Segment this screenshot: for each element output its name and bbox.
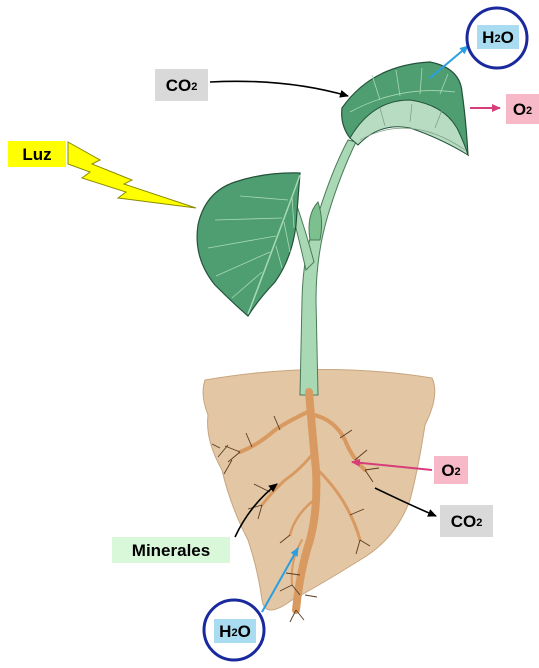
h2o-bottom-tail: O bbox=[238, 623, 251, 640]
h2o-bottom-sub: 2 bbox=[231, 628, 237, 639]
h2o-top-tail: O bbox=[501, 29, 514, 46]
o2-root-text: O bbox=[441, 462, 454, 479]
luz-label: Luz bbox=[8, 141, 66, 167]
o2-top-sub: 2 bbox=[526, 106, 532, 117]
minerales-text: Minerales bbox=[132, 542, 210, 559]
leaf-left bbox=[197, 173, 300, 316]
co2-intake-arrow bbox=[210, 81, 348, 96]
luz-text: Luz bbox=[22, 146, 51, 163]
o2-root-sub: 2 bbox=[455, 467, 461, 478]
o2-top-text: O bbox=[513, 101, 526, 118]
co2-top-sub: 2 bbox=[191, 82, 197, 93]
bud bbox=[309, 202, 322, 240]
co2-root-text: CO bbox=[451, 513, 477, 530]
h2o-top-sub: 2 bbox=[494, 34, 500, 45]
minerales-label: Minerales bbox=[112, 537, 230, 563]
co2-top-text: CO bbox=[166, 77, 192, 94]
lightning-icon bbox=[68, 142, 196, 208]
co2-root-sub: 2 bbox=[476, 518, 482, 529]
h2o-top-text: H bbox=[482, 29, 494, 46]
h2o-bottom-text: H bbox=[219, 623, 231, 640]
